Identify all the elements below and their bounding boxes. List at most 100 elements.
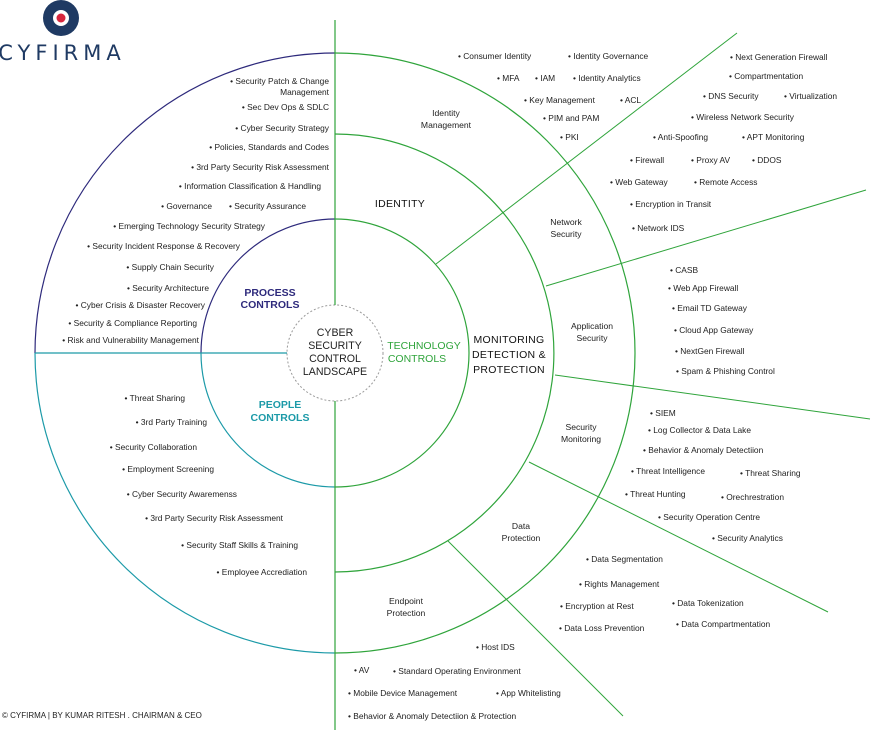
process-item: • Policies, Standards and Codes xyxy=(209,142,329,152)
process-item: • 3rd Party Security Risk Assessment xyxy=(191,162,330,172)
process-item: • Supply Chain Security xyxy=(126,262,214,272)
network-item: • Network IDS xyxy=(632,223,685,233)
radial-line-monitoring-data xyxy=(528,461,829,613)
center-line-2: SECURITY xyxy=(308,340,362,352)
center-line-4: LANDSCAPE xyxy=(303,366,367,378)
application-items: • CASB • Web App Firewall • Email TD Gat… xyxy=(668,265,775,376)
process-item: • Information Classification & Handling xyxy=(179,181,321,191)
technology-controls-label-2: CONTROLS xyxy=(388,353,446,365)
process-item: • Sec Dev Ops & SDLC xyxy=(242,102,329,112)
endpoint-items: • Host IDS • AV • Standard Operating Env… xyxy=(348,642,561,721)
center-line-3: CONTROL xyxy=(309,353,361,365)
network-item: • Next Generation Firewall xyxy=(730,52,828,62)
monitoring-label-3: PROTECTION xyxy=(473,364,545,376)
process-items: • Security Patch & Change Management • S… xyxy=(62,76,330,345)
technology-outer-arc xyxy=(334,52,636,654)
people-item: • 3rd Party Security Risk Assessment xyxy=(145,513,284,523)
network-item: • Virtualization xyxy=(784,91,837,101)
monitoring-item: • Behavior & Anomaly Detectiion xyxy=(643,445,764,455)
monitoring-item: • Threat Intelligence xyxy=(631,466,705,476)
network-item: • Firewall xyxy=(630,155,664,165)
people-outer-arc xyxy=(34,352,336,654)
people-item: • Security Collaboration xyxy=(110,442,198,452)
people-item: • Cyber Security Awaremenss xyxy=(127,489,237,499)
network-items: • Next Generation Firewall • Compartment… xyxy=(610,52,837,233)
data-protection-label-2: Protection xyxy=(502,533,541,543)
data-item: • Rights Management xyxy=(579,579,660,589)
network-item: • Encryption in Transit xyxy=(630,199,712,209)
process-controls-label-2: CONTROLS xyxy=(241,299,300,311)
people-items: • Threat Sharing • 3rd Party Training • … xyxy=(110,393,308,577)
endpoint-protection-label-1: Endpoint xyxy=(389,596,424,606)
radial-line-application-monitoring xyxy=(554,374,871,420)
people-item: • Employee Accrediation xyxy=(217,567,308,577)
logo-dot xyxy=(56,13,66,23)
endpoint-item: • Standard Operating Environment xyxy=(393,666,521,676)
network-item: • DDOS xyxy=(752,155,782,165)
logo-wordmark: CYFIRMA xyxy=(0,41,126,65)
application-item: • Cloud App Gateway xyxy=(674,325,754,335)
monitoring-item: • SIEM xyxy=(650,408,676,418)
monitoring-item: • Threat Hunting xyxy=(625,489,686,499)
monitoring-item: • Log Collector & Data Lake xyxy=(648,425,751,435)
network-security-label-1: Network xyxy=(550,217,582,227)
monitoring-item: • Orechrestration xyxy=(721,492,784,502)
monitoring-label-1: MONITORING xyxy=(473,334,544,346)
people-inner-arc xyxy=(200,352,336,488)
people-item: • Employment Screening xyxy=(122,464,214,474)
process-item: • Security Incident Response & Recovery xyxy=(87,241,241,251)
data-item: • Data Compartmentation xyxy=(676,619,771,629)
monitoring-item: • Security Operation Centre xyxy=(658,512,760,522)
center-line-1: CYBER xyxy=(317,327,354,339)
process-item: • Risk and Vulnerability Management xyxy=(62,335,199,345)
endpoint-item: • AV xyxy=(354,665,370,675)
process-item: • Governance xyxy=(161,201,212,211)
identity-item: • ACL xyxy=(620,95,641,105)
data-protection-label-1: Data xyxy=(512,521,530,531)
process-item: • Security Assurance xyxy=(229,201,306,211)
monitoring-items: • SIEM • Log Collector & Data Lake • Beh… xyxy=(625,408,801,543)
identity-items: • Consumer Identity • Identity Governanc… xyxy=(458,51,649,142)
application-item: • NextGen Firewall xyxy=(675,346,745,356)
identity-item: • Consumer Identity xyxy=(458,51,532,61)
radial-line-identity-network xyxy=(435,32,738,265)
network-item: • Remote Access xyxy=(694,177,757,187)
identity-item: • PKI xyxy=(560,132,579,142)
data-items: • Data Segmentation • Rights Management … xyxy=(559,554,771,633)
process-item: Management xyxy=(280,87,330,97)
application-item: • CASB xyxy=(670,265,698,275)
identity-item: • Key Management xyxy=(524,95,596,105)
endpoint-item: • Mobile Device Management xyxy=(348,688,458,698)
people-item: • Security Staff Skills & Training xyxy=(181,540,298,550)
center-label: CYBER SECURITY CONTROL LANDSCAPE xyxy=(303,327,367,378)
endpoint-item: • Host IDS xyxy=(476,642,515,652)
process-item: • Security Patch & Change xyxy=(230,76,329,86)
brand-logo: CYFIRMA xyxy=(0,0,126,65)
process-controls-label-1: PROCESS xyxy=(244,287,295,299)
network-item: • Web Gateway xyxy=(610,177,669,187)
network-item: • Wireless Network Security xyxy=(691,112,795,122)
endpoint-item: • Behavior & Anomaly Detectiion & Protec… xyxy=(348,711,517,721)
endpoint-protection-label-2: Protection xyxy=(387,608,426,618)
technology-controls-label-1: TECHNOLOGY xyxy=(387,340,461,352)
people-controls-label-2: CONTROLS xyxy=(251,412,310,424)
application-item: • Web App Firewall xyxy=(668,283,738,293)
identity-item: • MFA xyxy=(497,73,520,83)
process-item: • Cyber Security Strategy xyxy=(235,123,330,133)
process-item: • Security & Compliance Reporting xyxy=(68,318,197,328)
application-security-label-1: Application xyxy=(571,321,613,331)
data-item: • Encryption at Rest xyxy=(560,601,634,611)
application-item: • Spam & Phishing Control xyxy=(676,366,775,376)
radial-line-data-endpoint xyxy=(447,540,624,717)
process-outer-arc xyxy=(34,52,336,354)
monitoring-label-2: DETECTION & xyxy=(472,349,546,361)
identity-management-label-1: Identity xyxy=(432,108,460,118)
technology-main-arc xyxy=(334,133,555,573)
identity-item: • PIM and PAM xyxy=(543,113,599,123)
identity-item: • Identity Governance xyxy=(568,51,649,61)
network-item: • APT Monitoring xyxy=(742,132,805,142)
security-monitoring-label-1: Security xyxy=(565,422,597,432)
monitoring-item: • Security Analytics xyxy=(712,533,783,543)
footer-credit: © CYFIRMA | BY KUMAR RITESH . CHAIRMAN &… xyxy=(2,711,202,720)
